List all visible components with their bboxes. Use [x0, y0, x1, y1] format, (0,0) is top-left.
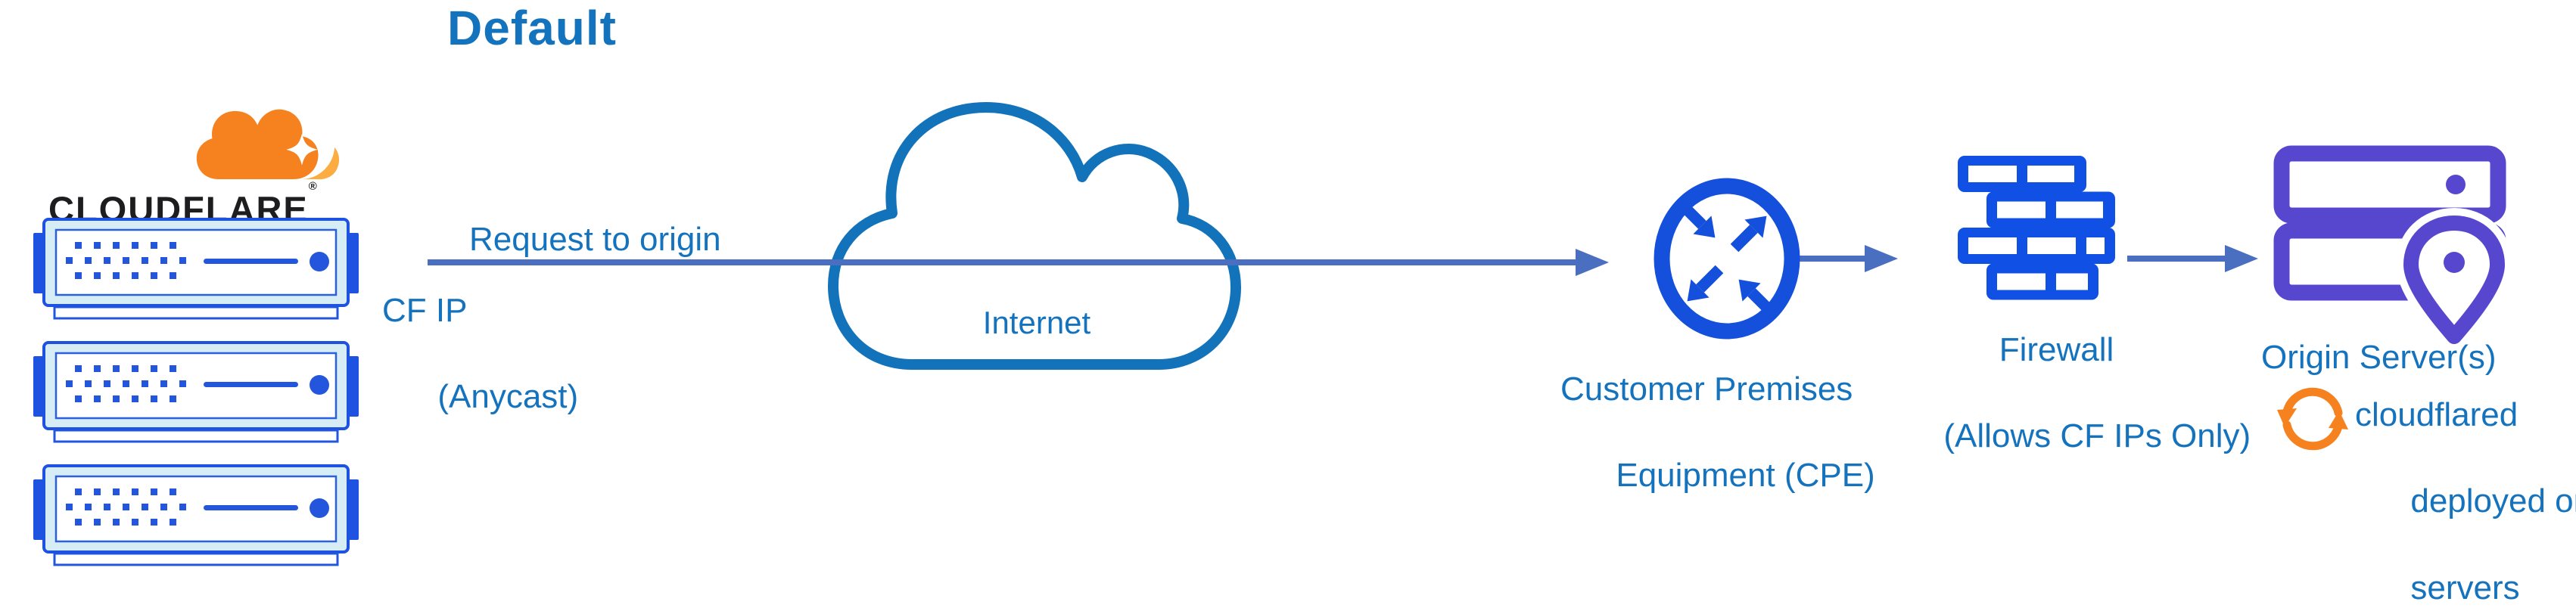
cf-ip-anycast-label: CF IP (Anycast) [382, 289, 578, 419]
edge-server-icon-1 [33, 218, 359, 320]
origin-servers-pin-icon [2273, 145, 2513, 360]
location-pin-icon [2403, 216, 2505, 344]
request-arrow [428, 249, 1609, 276]
cloudflared-line2: deployed on [2410, 482, 2576, 520]
firewall-brick-icon [1958, 156, 2115, 300]
sync-arrows-icon [2277, 387, 2348, 451]
server-rack-icon [33, 218, 359, 320]
origin-servers-label: Origin Server(s) [2261, 339, 2497, 376]
cpe-label-line2: Equipment (CPE) [1616, 457, 1875, 495]
server-rack-icon [33, 464, 359, 566]
firewall-label-line2: (Allows CF IPs Only) [1943, 417, 2251, 455]
cloudflare-logo-cloud [196, 109, 319, 180]
firewall-label: Firewall (Allows CF IPs Only) [1888, 328, 2251, 458]
cloudflared-line3: servers [2410, 569, 2520, 606]
cloudflare-logo-sun [303, 147, 340, 180]
edge-server-icon-3 [33, 464, 359, 566]
server-rack-icon [33, 341, 359, 443]
cloudflared-line1: cloudflared [2355, 396, 2518, 433]
registered-mark: ® [308, 180, 317, 193]
router-arrows-icon [1654, 178, 1800, 340]
cloudflare-logo-flare [286, 134, 318, 166]
cf-ip-line1: CF IP [382, 292, 468, 329]
cloudflare-logo-icon [196, 109, 340, 180]
cf-ip-line2: (Anycast) [437, 378, 579, 416]
firewall-label-line1: Firewall [1999, 331, 2114, 368]
cpe-label-line1: Customer Premises [1560, 371, 1853, 408]
request-to-origin-label: Request to origin [469, 221, 721, 258]
firewall-to-origin-arrow [2127, 245, 2258, 272]
edge-server-icon-2 [33, 341, 359, 443]
cpe-label: Customer Premises Equipment (CPE) [1560, 367, 1875, 498]
cloudflared-label: cloudflared deployed on servers [2355, 393, 2576, 609]
page-title: Default [447, 1, 617, 55]
internet-label: Internet [982, 305, 1091, 340]
